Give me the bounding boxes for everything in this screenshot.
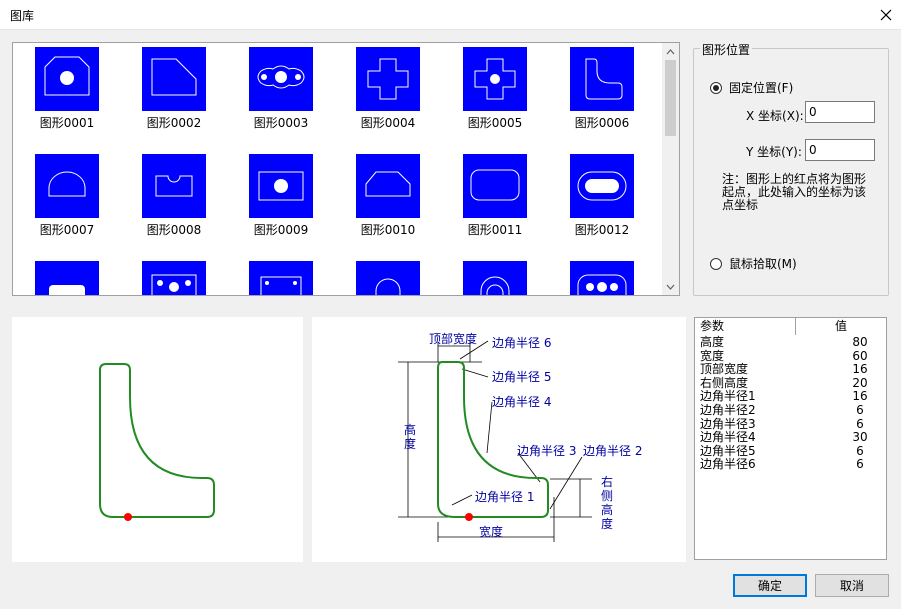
gallery-item[interactable]: 图形0007 (25, 154, 109, 238)
label-r5: 边角半径 5 (492, 370, 552, 384)
shape-thumb-icon (570, 47, 634, 111)
ok-button[interactable]: 确定 (733, 574, 807, 597)
dimension-diagram-canvas (398, 340, 592, 542)
gallery-item[interactable]: 图形0010 (346, 154, 430, 238)
x-coord-label: X 坐标(X): (746, 109, 804, 123)
label-right-height: 右侧高度 (601, 475, 614, 531)
shape-thumb-icon (142, 154, 206, 218)
close-icon (880, 9, 892, 21)
start-point-marker (124, 513, 132, 521)
mouse-pick-radio[interactable]: 鼠标拾取(M) (710, 255, 797, 272)
label-r2: 边角半径 2 (583, 444, 643, 458)
param-table-header: 参数 值 (695, 318, 886, 335)
shape-preview (12, 317, 303, 562)
gallery-item[interactable] (453, 261, 537, 295)
shape-thumb-icon (356, 154, 420, 218)
title-bar: 图库 (0, 0, 901, 30)
shape-thumb-icon (463, 47, 527, 111)
shape-thumb-icon (570, 154, 634, 218)
radio-checked-icon (710, 81, 722, 94)
shape-thumb-icon (249, 47, 313, 111)
mouse-pick-label: 鼠标拾取(M) (729, 257, 797, 271)
gallery-item[interactable]: 图形0004 (346, 47, 430, 131)
x-coord-input[interactable] (805, 101, 875, 123)
gallery-item[interactable] (560, 261, 644, 295)
shape-preview-canvas (99, 363, 215, 521)
gallery-item[interactable]: 图形0002 (132, 47, 216, 131)
shape-thumb-icon (249, 154, 313, 218)
shape-thumb-icon (142, 261, 206, 295)
gallery-item[interactable]: 图形0009 (239, 154, 323, 238)
label-r1: 边角半径 1 (475, 490, 535, 504)
cancel-button[interactable]: 取消 (815, 574, 889, 597)
gallery-item[interactable]: 图形0006 (560, 47, 644, 131)
label-r3: 边角半径 3 (517, 444, 577, 458)
shape-thumb-icon (249, 261, 313, 295)
label-width: 宽度 (479, 525, 504, 539)
col-header-value[interactable]: 值 (796, 318, 886, 335)
shape-gallery[interactable]: 图形0001 图形0002 图形0003 图形0004 (12, 42, 680, 296)
position-note: 注：图形上的红点将为图形起点，此处输入的坐标为该点坐标 (722, 172, 867, 212)
gallery-item[interactable]: 图形0003 (239, 47, 323, 131)
fixed-position-label: 固定位置(F) (729, 81, 794, 95)
y-coord-label: Y 坐标(Y): (746, 145, 802, 159)
shape-thumb-icon (142, 47, 206, 111)
shape-thumb-icon (35, 47, 99, 111)
gallery-item[interactable] (346, 261, 430, 295)
shape-outline (99, 363, 215, 518)
label-height: 高度 (404, 423, 417, 451)
shape-thumb-icon (463, 261, 527, 295)
radio-unchecked-icon (710, 257, 722, 270)
close-button[interactable] (871, 0, 901, 30)
diagram-start-point-marker (465, 513, 473, 521)
label-top-width: 顶部宽度 (429, 332, 478, 346)
label-r4: 边角半径 4 (492, 395, 552, 409)
shape-thumb-icon (35, 261, 99, 295)
position-group-title: 图形位置 (700, 41, 753, 58)
gallery-item[interactable]: 图形0012 (560, 154, 644, 238)
shape-thumb-icon (356, 261, 420, 295)
shape-thumb-icon (35, 154, 99, 218)
scroll-thumb[interactable] (665, 60, 676, 136)
shape-thumb-icon (463, 154, 527, 218)
scroll-up-icon[interactable] (662, 43, 679, 60)
gallery-item[interactable] (132, 261, 216, 295)
diagram-shape-outline (437, 361, 549, 518)
gallery-scrollbar[interactable] (662, 43, 679, 295)
shape-thumb-icon (570, 261, 634, 295)
gallery-item[interactable]: 图形0008 (132, 154, 216, 238)
gallery-item[interactable] (25, 261, 109, 295)
y-coord-input[interactable] (805, 139, 875, 161)
dimension-diagram: 顶部宽度 边角半径 6 边角半径 5 边角半径 4 边角半径 3 边角半径 2 … (312, 317, 686, 562)
label-r6: 边角半径 6 (492, 336, 552, 350)
scroll-down-icon[interactable] (662, 278, 679, 295)
gallery-item[interactable]: 图形0001 (25, 47, 109, 131)
window-title: 图库 (10, 9, 35, 23)
col-header-param[interactable]: 参数 (695, 318, 796, 335)
position-group: 图形位置 固定位置(F) X 坐标(X): Y 坐标(Y): 注：图形上的红点将… (693, 41, 889, 296)
gallery-item[interactable]: 图形0011 (453, 154, 537, 238)
fixed-position-radio[interactable]: 固定位置(F) (710, 79, 793, 96)
shape-thumb-icon (356, 47, 420, 111)
gallery-item[interactable]: 图形0005 (453, 47, 537, 131)
gallery-item[interactable] (239, 261, 323, 295)
